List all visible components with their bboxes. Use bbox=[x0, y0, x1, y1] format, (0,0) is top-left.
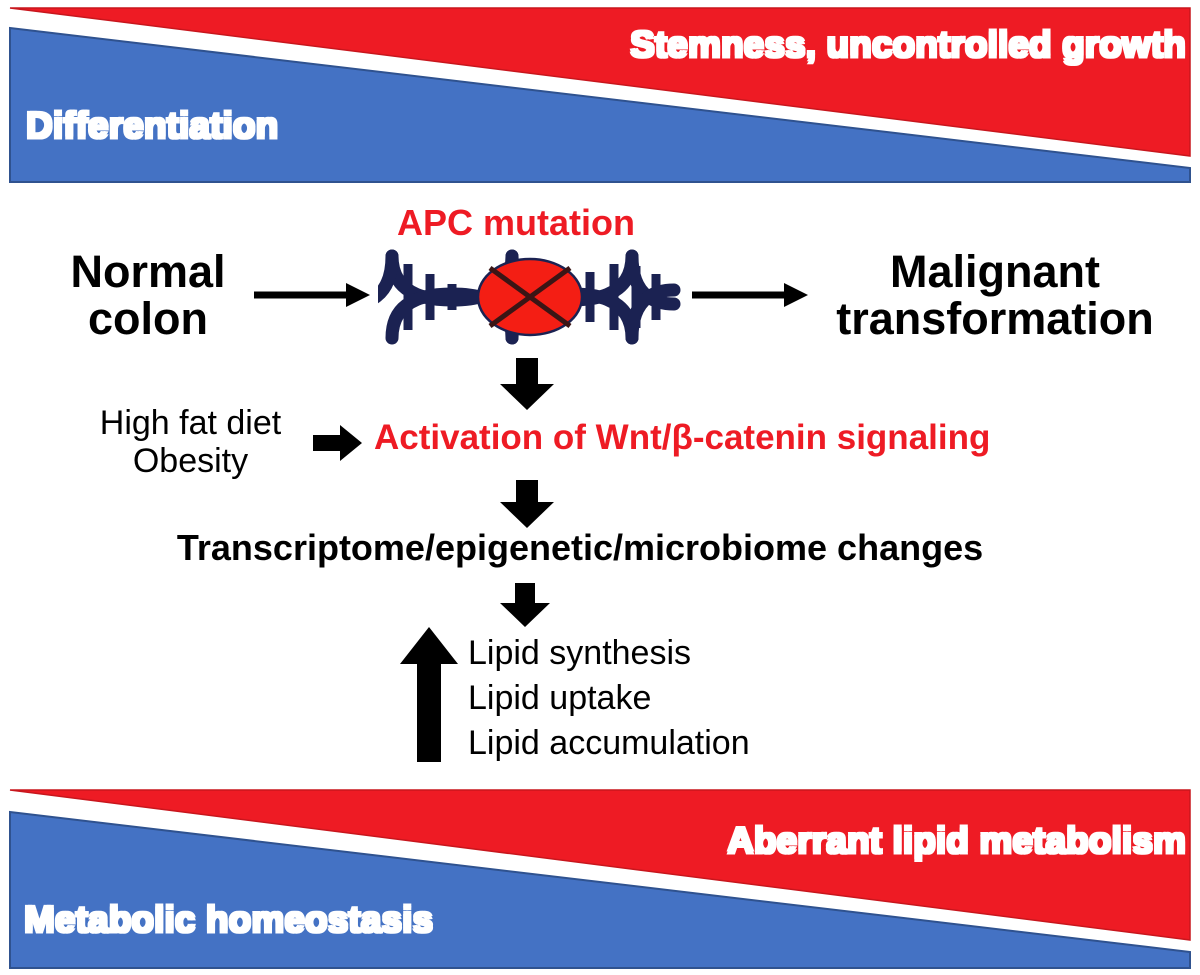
right-arrow-icon bbox=[254, 283, 370, 307]
down-arrow-icon bbox=[500, 480, 554, 528]
normal-colon-line1: Normal bbox=[70, 246, 226, 297]
list-item: Lipid synthesis bbox=[468, 634, 692, 672]
arrow-lipid-increase bbox=[398, 627, 460, 762]
up-arrow-icon bbox=[400, 627, 458, 762]
top-banner-blue-shape bbox=[9, 26, 1191, 183]
down-arrow-icon bbox=[500, 358, 554, 410]
top-banner-blue-label: Differentiation bbox=[26, 105, 279, 146]
malignant-line1: Malignant bbox=[890, 246, 1100, 297]
dna-helix-graphic bbox=[343, 249, 681, 345]
normal-colon-node: Normal colon bbox=[38, 248, 258, 343]
bottom-banner: Aberrant lipid metabolism Metabolic home… bbox=[0, 782, 1200, 975]
arrow-dna-to-malignant bbox=[690, 278, 810, 312]
arrow-wnt-to-transcriptome bbox=[496, 480, 558, 528]
top-banner-shapes bbox=[9, 7, 1191, 183]
top-banner-red-shape bbox=[9, 7, 1191, 157]
lipid-outcomes-list: Lipid synthesis Lipid uptake Lipid accum… bbox=[468, 631, 750, 766]
red-ellipse-x-marker-icon bbox=[476, 257, 584, 337]
transcriptome-changes-label: Transcriptome/epigenetic/microbiome chan… bbox=[176, 527, 984, 568]
normal-colon-line2: colon bbox=[88, 293, 208, 345]
bottom-banner-red-label: Aberrant lipid metabolism bbox=[727, 820, 1186, 861]
right-block-arrow-icon bbox=[313, 425, 362, 461]
arrow-transcriptome-to-lipid bbox=[497, 583, 553, 627]
arrow-dna-to-wnt bbox=[496, 358, 558, 410]
wnt-signaling-label: Activation of Wnt/β-catenin signaling bbox=[374, 418, 991, 457]
bottom-banner-red-shape bbox=[9, 789, 1191, 941]
diet-obesity-node: High fat diet Obesity bbox=[78, 404, 303, 480]
top-banner-red-label: Stemness, uncontrolled growth bbox=[630, 24, 1186, 65]
bottom-banner-blue-label: Metabolic homeostasis bbox=[24, 899, 434, 940]
down-arrow-icon bbox=[500, 583, 550, 627]
malignant-line2: transformation bbox=[836, 293, 1154, 345]
malignant-transformation-node: Malignant transformation bbox=[805, 248, 1185, 343]
bottom-banner-blue-shape bbox=[9, 810, 1191, 969]
list-item: Lipid uptake bbox=[468, 678, 652, 717]
list-item: Lipid accumulation bbox=[468, 723, 750, 762]
dna-double-helix-icon bbox=[343, 248, 682, 346]
top-banner: Stemness, uncontrolled growth Differenti… bbox=[0, 0, 1200, 190]
arrow-normal-colon-to-dna bbox=[252, 278, 372, 312]
arrow-diet-to-wnt bbox=[313, 424, 363, 462]
obesity-label: Obesity bbox=[132, 442, 249, 481]
pathway-flow-diagram: APC mutation Normal colon bbox=[0, 190, 1200, 782]
apc-mutation-label: APC mutation bbox=[397, 202, 635, 243]
high-fat-diet-label: High fat diet bbox=[99, 404, 282, 442]
right-arrow-icon bbox=[692, 283, 808, 307]
bottom-banner-shapes bbox=[9, 789, 1191, 969]
